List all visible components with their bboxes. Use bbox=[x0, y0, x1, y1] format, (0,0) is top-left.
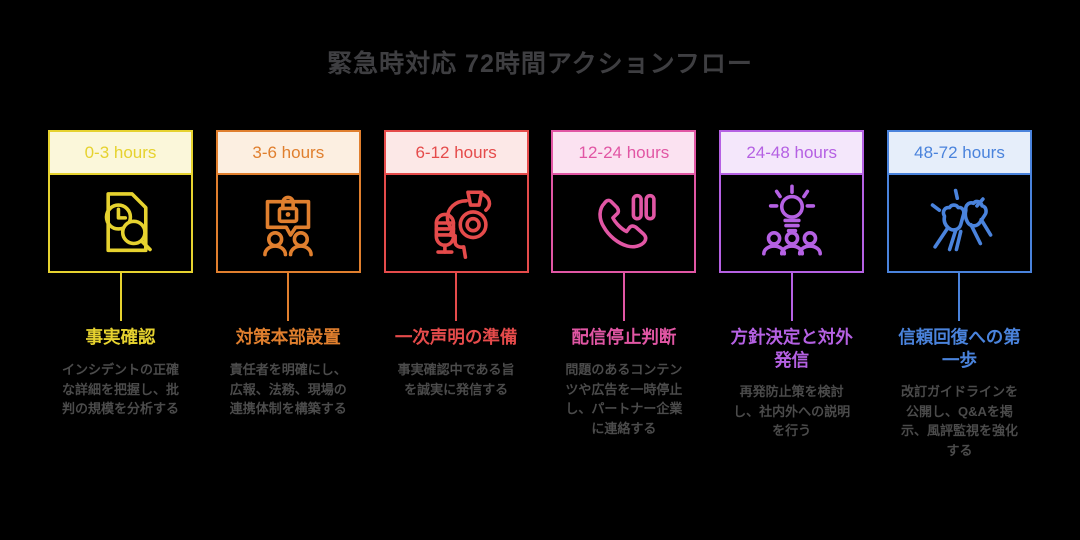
stage-icon-area bbox=[50, 175, 191, 271]
stage-title: 配信停止判断 bbox=[571, 327, 677, 347]
stage-description: 問題のあるコンテン ツや広告を一時停止 し、パートナー企業 に連絡する bbox=[565, 362, 683, 436]
stage-hours-badge: 48-72 hours bbox=[888, 132, 1030, 175]
stage-card: 48-72 hours bbox=[886, 130, 1032, 273]
locked-chat-team-icon bbox=[263, 195, 314, 257]
stage-title: 信頼回復への第 一歩 bbox=[898, 327, 1021, 371]
stage-icon-area bbox=[217, 175, 359, 271]
stage-hours-badge: 6-12 hours bbox=[385, 132, 527, 175]
stage-distribution-stop: 12-24 hours 配信停止判断 問題のあるコンテン ツや広告を一時停止 し… bbox=[551, 130, 697, 460]
stage-hours-badge: 12-24 hours bbox=[553, 132, 695, 175]
stage-card: 12-24 hours bbox=[551, 130, 697, 273]
stage-icon-area bbox=[721, 175, 863, 271]
stage-title: 方針決定と対外 発信 bbox=[730, 327, 853, 371]
page-title: 緊急時対応 72時間アクションフロー bbox=[327, 50, 753, 78]
stage-hours-label: 24-48 hours bbox=[746, 142, 838, 162]
stage-policy-broadcast: 24-48 hours bbox=[719, 130, 865, 460]
stage-hours-badge: 3-6 hours bbox=[217, 132, 359, 175]
stage-description: 事実確認中である旨 を誠実に発信する bbox=[397, 362, 515, 397]
stage-connector-line bbox=[119, 273, 122, 321]
document-clock-search-icon bbox=[104, 192, 152, 253]
stage-card: 24-48 hours bbox=[719, 130, 865, 273]
stage-title: 対策本部設置 bbox=[235, 327, 341, 347]
fist-bump-icon bbox=[931, 188, 993, 252]
stage-fact-check: 0-3 hours 事実確認 インシデントの正確 な詳細を把握し、批 判の規模を… bbox=[48, 130, 193, 460]
stage-hours-label: 6-12 hours bbox=[415, 142, 497, 162]
stage-hours-label: 0-3 hours bbox=[84, 142, 157, 162]
stage-first-statement: 6-12 hours 一次声明の準備 事実確認中である旨 bbox=[383, 130, 529, 460]
stage-icon-area bbox=[553, 175, 695, 271]
stage-hours-label: 12-24 hours bbox=[578, 142, 670, 162]
stage-hours-badge: 0-3 hours bbox=[50, 132, 191, 175]
stage-card: 6-12 hours bbox=[383, 130, 529, 273]
stage-connector-line bbox=[622, 273, 625, 321]
stage-connector-line bbox=[790, 273, 793, 321]
stage-card: 0-3 hours bbox=[48, 130, 193, 273]
stage-connector-line bbox=[958, 273, 961, 321]
stage-hq-setup: 3-6 hours 対策本部設置 責任者を明確にし、 広報、法務、現場の 連携体… bbox=[215, 130, 361, 460]
stage-trust-recovery: 48-72 hours 信頼回復への第 一歩 改訂ガイドラインを 公開し、Q&A bbox=[886, 130, 1032, 460]
timeline-stages: 0-3 hours 事実確認 インシデントの正確 な詳細を把握し、批 判の規模を… bbox=[0, 130, 1080, 460]
stage-description: インシデントの正確 な詳細を把握し、批 判の規模を分析する bbox=[61, 362, 179, 416]
stage-description: 責任者を明確にし、 広報、法務、現場の 連携体制を構築する bbox=[229, 362, 347, 416]
stage-description: 再発防止策を検討 し、社内外への説明 を行う bbox=[733, 384, 851, 439]
stage-icon-area bbox=[888, 175, 1030, 271]
stage-hours-label: 3-6 hours bbox=[252, 142, 325, 162]
stage-hours-label: 48-72 hours bbox=[914, 142, 1005, 162]
stage-title: 事実確認 bbox=[85, 327, 156, 347]
stage-description: 改訂ガイドラインを 公開し、Q&Aを掲 示、風評監視を強化 する bbox=[900, 384, 1018, 458]
stage-connector-line bbox=[287, 273, 290, 321]
stage-connector-line bbox=[455, 273, 458, 321]
idea-team-icon bbox=[761, 184, 822, 256]
stage-icon-area bbox=[385, 175, 527, 271]
stage-title: 一次声明の準備 bbox=[394, 327, 518, 347]
phone-pause-icon bbox=[598, 193, 656, 249]
microphone-announcer-icon bbox=[434, 190, 492, 259]
stage-card: 3-6 hours bbox=[215, 130, 361, 273]
stage-hours-badge: 24-48 hours bbox=[721, 132, 863, 175]
